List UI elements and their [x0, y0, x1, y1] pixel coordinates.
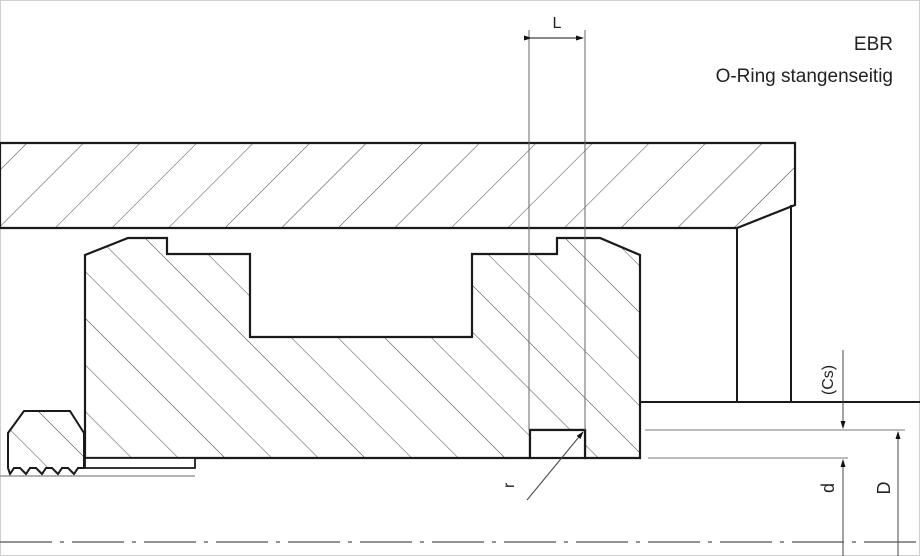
title-line-2: O-Ring stangenseitig [716, 66, 893, 87]
oring-groove [528, 428, 587, 460]
housing [0, 141, 797, 230]
radius-leader [526, 431, 584, 501]
dim-r-label: r [501, 482, 518, 488]
dim-d-label: d [818, 483, 838, 493]
wiper-seal [7, 410, 85, 477]
dim-l-label: L [553, 15, 562, 32]
title-line-1: EBR [854, 34, 893, 55]
seal-body [83, 236, 642, 460]
dim-cs-label: (Cs) [820, 365, 837, 395]
dim-big-d-label: D [874, 482, 894, 495]
seal-strip [84, 457, 196, 469]
